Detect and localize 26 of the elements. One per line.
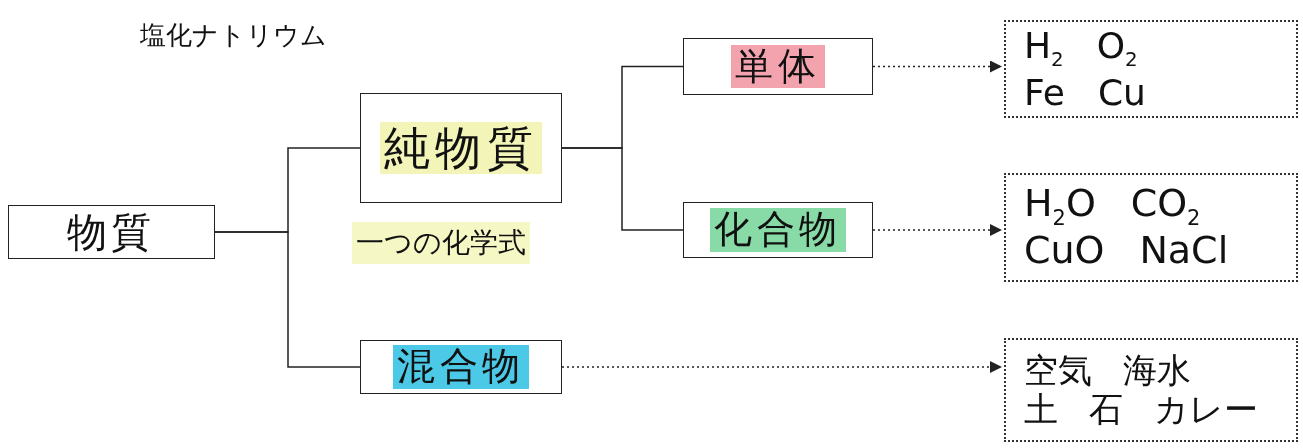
- node-label: 物質: [65, 209, 158, 255]
- dotted-arrow: [872, 60, 1003, 73]
- category-box: [360, 340, 562, 394]
- node-label: Fe Cu: [1023, 71, 1147, 114]
- category-box: [8, 205, 215, 259]
- connector-line: [214, 231, 361, 368]
- example-box: [1004, 338, 1298, 442]
- highlighted-label: 化合物: [710, 208, 846, 252]
- node-label: H$_{2}$O CO$_{2}$: [1023, 181, 1202, 230]
- example-box: [1004, 173, 1298, 282]
- highlighted-note: 一つの化学式: [352, 222, 530, 264]
- highlighted-label: 混合物: [393, 345, 529, 389]
- connector-line: [561, 147, 684, 231]
- highlighted-label: 純物質: [379, 121, 543, 175]
- node-label: 空気 海水: [1023, 350, 1193, 390]
- category-box: [360, 93, 562, 203]
- category-box: [683, 202, 873, 258]
- dotted-arrow: [872, 224, 1003, 236]
- node-label: 土 石 カレー: [1023, 390, 1260, 430]
- example-box: [1004, 20, 1298, 118]
- handwritten-note: 塩化ナトリウム: [140, 19, 327, 52]
- dotted-arrow: [561, 361, 1003, 373]
- node-label: H$_{2}$ O$_{2}$: [1023, 24, 1139, 72]
- category-box: [683, 38, 873, 95]
- node-label: CuO NaCl: [1023, 229, 1230, 274]
- highlighted-label: 単体: [731, 44, 825, 89]
